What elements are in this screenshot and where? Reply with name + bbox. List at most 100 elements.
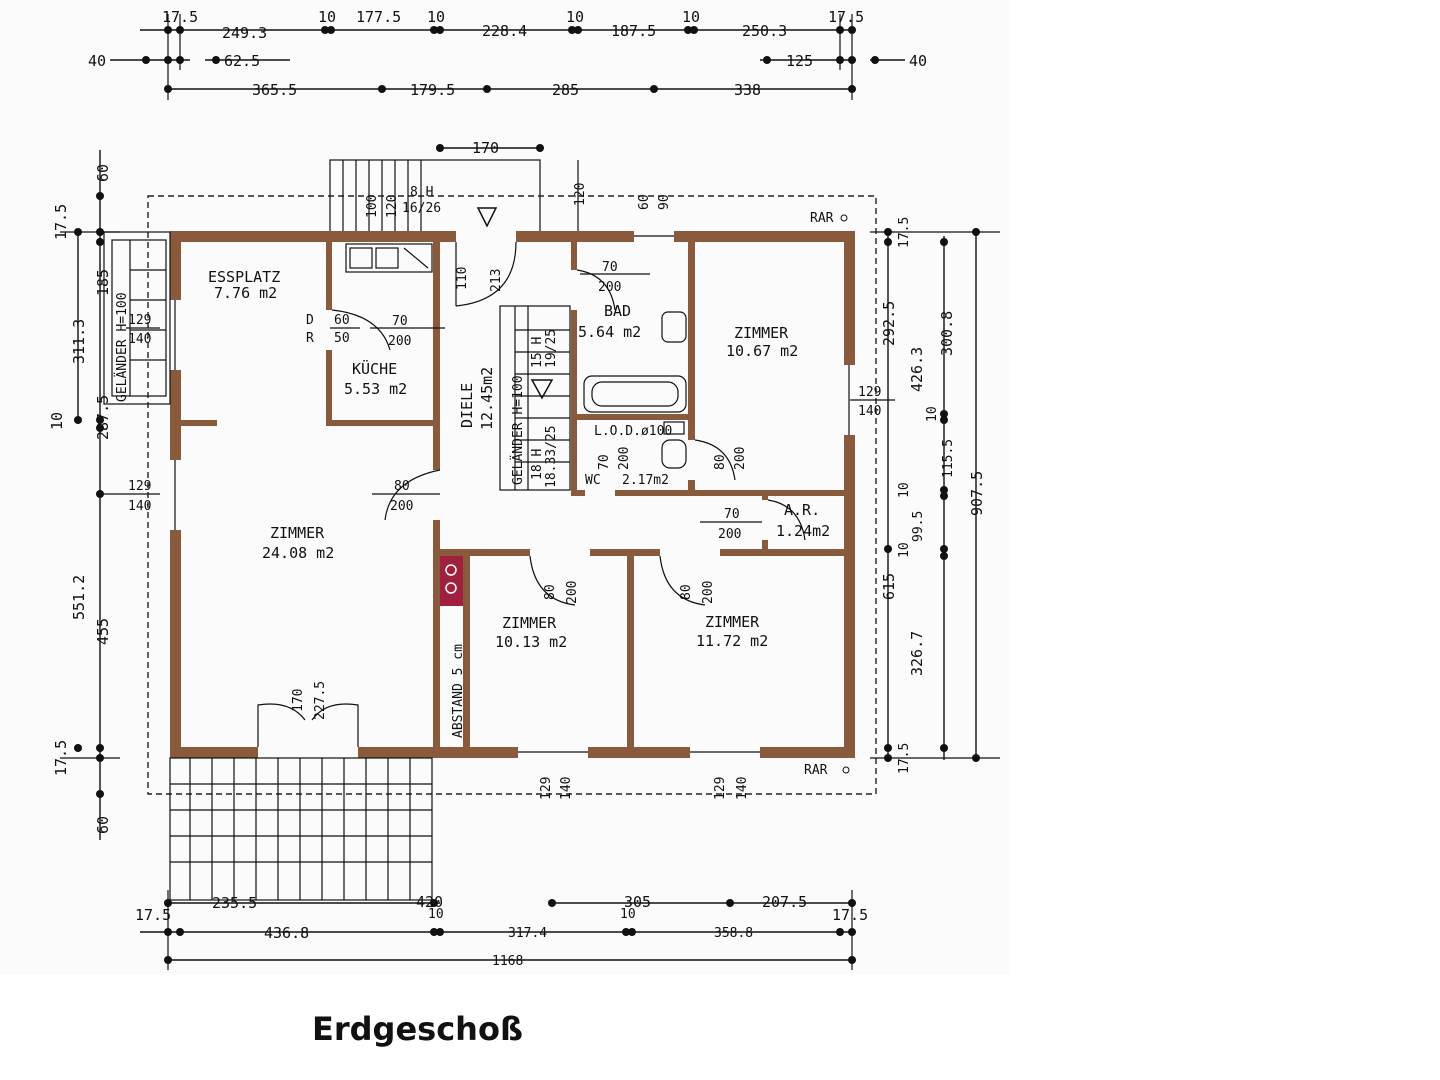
zim-ne-door-200: 200 — [733, 447, 748, 470]
win-bottom-140b: 140 — [735, 777, 750, 800]
win-bottom-140a: 140 — [559, 777, 574, 800]
kitchen-door-200: 200 — [388, 334, 411, 349]
room-ar-name: A.R. — [784, 501, 820, 519]
dim-top-3655: 365.5 — [252, 81, 297, 99]
dim-top-40-left: 40 — [88, 52, 106, 70]
room-zimmer-w-name: ZIMMER — [270, 524, 325, 542]
dim-bottom-420: 420 — [416, 893, 443, 911]
right-dimension-chains: 17.5 292.5 426.3 300.8 10 115.5 10 99.5 … — [870, 217, 1000, 774]
dim-right-175-bottom: 17.5 — [897, 743, 912, 774]
dim-top-2493: 249.3 — [222, 24, 267, 42]
kitchen-r-label: R — [306, 331, 314, 346]
zim-w-door-200: 200 — [390, 499, 413, 514]
dim-left-2875: 287.5 — [94, 395, 112, 440]
dim-top-2503: 250.3 — [742, 22, 787, 40]
bath-fixtures — [583, 311, 687, 469]
room-kueche-area: 5.53 m2 — [344, 380, 407, 398]
kitchen-d-label: D — [306, 313, 314, 328]
dim-top-1775: 177.5 — [356, 8, 401, 26]
left-dimension-chains: 60 17.5 311.3 185 287.5 10 551.2 455 17.… — [48, 150, 120, 840]
door-top-120: 120 — [573, 183, 588, 206]
dim-left-60-bottom: 60 — [94, 816, 112, 834]
bottom-dimension-chains: 17.5 235.5 420 305 207.5 17.5 10 436.8 3… — [135, 890, 868, 970]
stair-top-ratio: 16/26 — [402, 201, 441, 216]
dim-top-10c: 10 — [566, 8, 584, 26]
wc-door-200: 200 — [617, 447, 632, 470]
dim-bottom-175-left: 17.5 — [135, 906, 171, 924]
dim-bottom-3588: 358.8 — [714, 926, 753, 941]
room-wc-name: WC — [585, 473, 601, 488]
terrace-door-170: 170 — [291, 689, 306, 712]
dim-bottom-3174: 317.4 — [508, 926, 547, 941]
room-diele-name: DIELE — [458, 383, 476, 428]
room-zimmer-w-area: 24.08 m2 — [262, 544, 334, 562]
kitchen-counter — [345, 243, 433, 273]
terrace-door-2275: 227.5 — [313, 681, 328, 720]
dim-bottom-4368: 436.8 — [264, 924, 309, 942]
dim-bottom-305: 305 — [624, 893, 651, 911]
entrance-stair-top: 170 8 H 16/26 100 120 120 60 90 — [329, 139, 672, 237]
zim-se-door-200: 200 — [701, 581, 716, 604]
dim-top-2284: 228.4 — [482, 22, 527, 40]
opening-dimensions: 110 213 70 200 70 200 129 140 129 140 80… — [100, 260, 895, 800]
lod-label: L.O.D.ø100 — [594, 424, 672, 439]
dim-top-10b: 10 — [427, 8, 445, 26]
floor-caption: Erdgeschoß — [312, 1010, 523, 1048]
stair-win-120: 120 — [385, 195, 400, 218]
stair-mid-steps: 15 H — [530, 337, 545, 368]
dim-right-995: 99.5 — [911, 511, 926, 542]
dim-top-175-right: 17.5 — [828, 8, 864, 26]
dim-right-1155: 115.5 — [941, 439, 956, 478]
dim-bottom-2355: 235.5 — [212, 894, 257, 912]
rar-top-label: RAR — [810, 211, 834, 226]
zim-se-door-80: 80 — [679, 584, 694, 600]
dim-left-5512: 551.2 — [70, 575, 88, 620]
dim-bottom-total: 1168 — [492, 954, 523, 969]
room-bad-name: BAD — [604, 302, 631, 320]
win-bottom-129a: 129 — [539, 777, 554, 800]
room-zimmer-ne-area: 10.67 m2 — [726, 342, 798, 360]
rar-bottom-label: RAR — [804, 763, 828, 778]
dim-top-40-right: 40 — [909, 52, 927, 70]
dim-top-10d: 10 — [682, 8, 700, 26]
floor-plan-canvas: 17.5 249.3 10 177.5 10 228.4 10 187.5 10… — [48, 8, 1000, 970]
dim-right-10c: 10 — [897, 542, 912, 558]
exterior-walls — [170, 231, 855, 758]
dim-right-3267: 326.7 — [908, 631, 926, 676]
dim-right-9075: 907.5 — [968, 471, 986, 516]
interior-walls — [181, 242, 844, 754]
dim-top-285: 285 — [552, 81, 579, 99]
room-zimmer-ne-name: ZIMMER — [734, 324, 789, 342]
dim-top-175-left: 17.5 — [162, 8, 198, 26]
stair-top-steps: 8 H — [410, 185, 433, 200]
zim-w-win-140: 140 — [128, 499, 151, 514]
door-diele-213: 213 — [489, 269, 504, 292]
bad-door-70: 70 — [602, 260, 618, 275]
dim-left-10: 10 — [48, 412, 66, 430]
roof-outline — [147, 195, 877, 795]
bad-door-200: 200 — [598, 280, 621, 295]
dim-right-175-top: 17.5 — [897, 217, 912, 248]
kitchen-door-70: 70 — [392, 314, 408, 329]
dim-top-1875: 187.5 — [611, 22, 656, 40]
zim-ne-win-129: 129 — [858, 385, 881, 400]
stair-low-ratio: 18.33/25 — [544, 425, 559, 488]
abstand-label: ABSTAND 5 cm — [451, 644, 466, 738]
kitchen-r-value: 50 — [334, 331, 350, 346]
dim-left-175-bottom: 17.5 — [52, 740, 70, 776]
hallway-stairs: GELÄNDER H=100 15 H 19/25 18 H 18.33/25 — [499, 305, 571, 491]
ar-door-70: 70 — [724, 507, 740, 522]
zim-sm-door-200: 200 — [565, 581, 580, 604]
gelaender-left-label: GELÄNDER H=100 — [114, 292, 130, 402]
zim-ne-door-80: 80 — [713, 454, 728, 470]
dim-top-125: 125 — [786, 52, 813, 70]
kitchen-d-value: 60 — [334, 313, 350, 328]
dim-left-185: 185 — [94, 269, 112, 296]
dim-top-625: 62.5 — [224, 52, 260, 70]
room-essplatz-area: 7.76 m2 — [214, 284, 277, 302]
wc-door-70: 70 — [597, 454, 612, 470]
door-swings — [257, 241, 806, 747]
dim-top-1795: 179.5 — [410, 81, 455, 99]
room-diele-area: 12.45m2 — [478, 367, 496, 430]
room-zimmer-se-name: ZIMMER — [705, 613, 760, 631]
